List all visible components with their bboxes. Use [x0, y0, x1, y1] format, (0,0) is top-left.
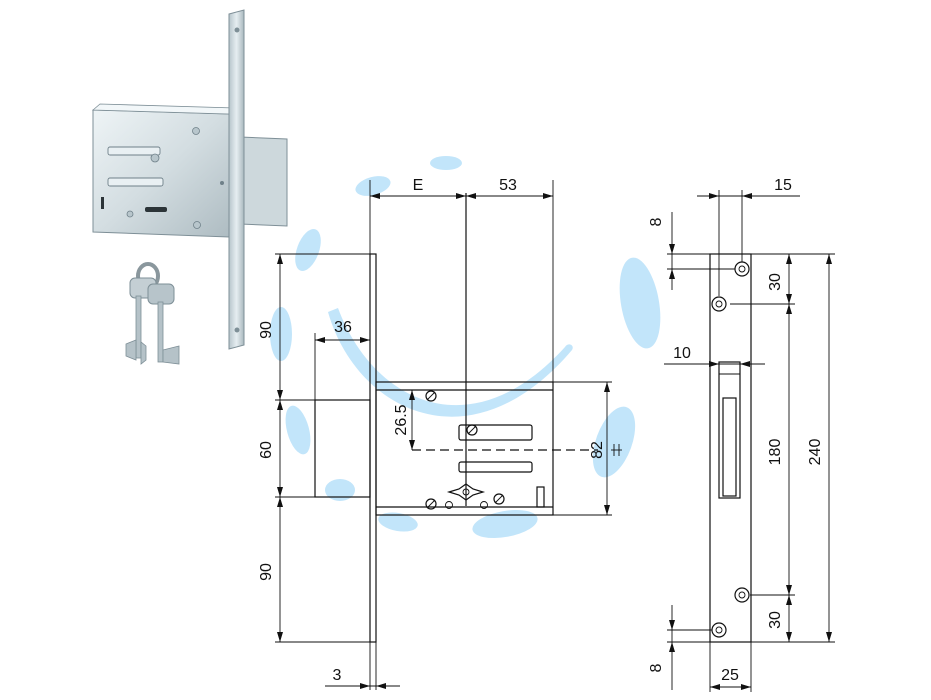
dim-180: 180 [767, 439, 784, 466]
strike-plate-view [709, 253, 752, 643]
dim-30-bottom: 30 [767, 611, 784, 629]
dim-90-bottom: 90 [258, 563, 275, 581]
strike-dimensions [664, 190, 835, 692]
dim-60: 60 [258, 441, 275, 459]
dim-240: 240 [807, 439, 824, 466]
front-dimensions [275, 180, 612, 690]
dim-36: 36 [334, 319, 352, 336]
dim-30-top: 30 [767, 273, 784, 291]
dim-8-top: 8 [648, 217, 665, 226]
dim-8-bottom: 8 [648, 663, 665, 672]
dim-26-5: 26.5 [393, 404, 410, 435]
dim-82: 82 [589, 441, 606, 459]
equal-mark-icon [611, 444, 622, 456]
dim-E: E [413, 177, 424, 194]
dim-25: 25 [721, 667, 739, 684]
dim-10: 10 [673, 345, 691, 362]
dim-53: 53 [499, 177, 517, 194]
dim-90-top: 90 [258, 321, 275, 339]
keys-icon [125, 262, 180, 365]
mortise-lock-photo-icon [91, 9, 288, 350]
dim-3: 3 [333, 667, 342, 684]
front-view [314, 193, 598, 643]
dim-15: 15 [774, 177, 792, 194]
